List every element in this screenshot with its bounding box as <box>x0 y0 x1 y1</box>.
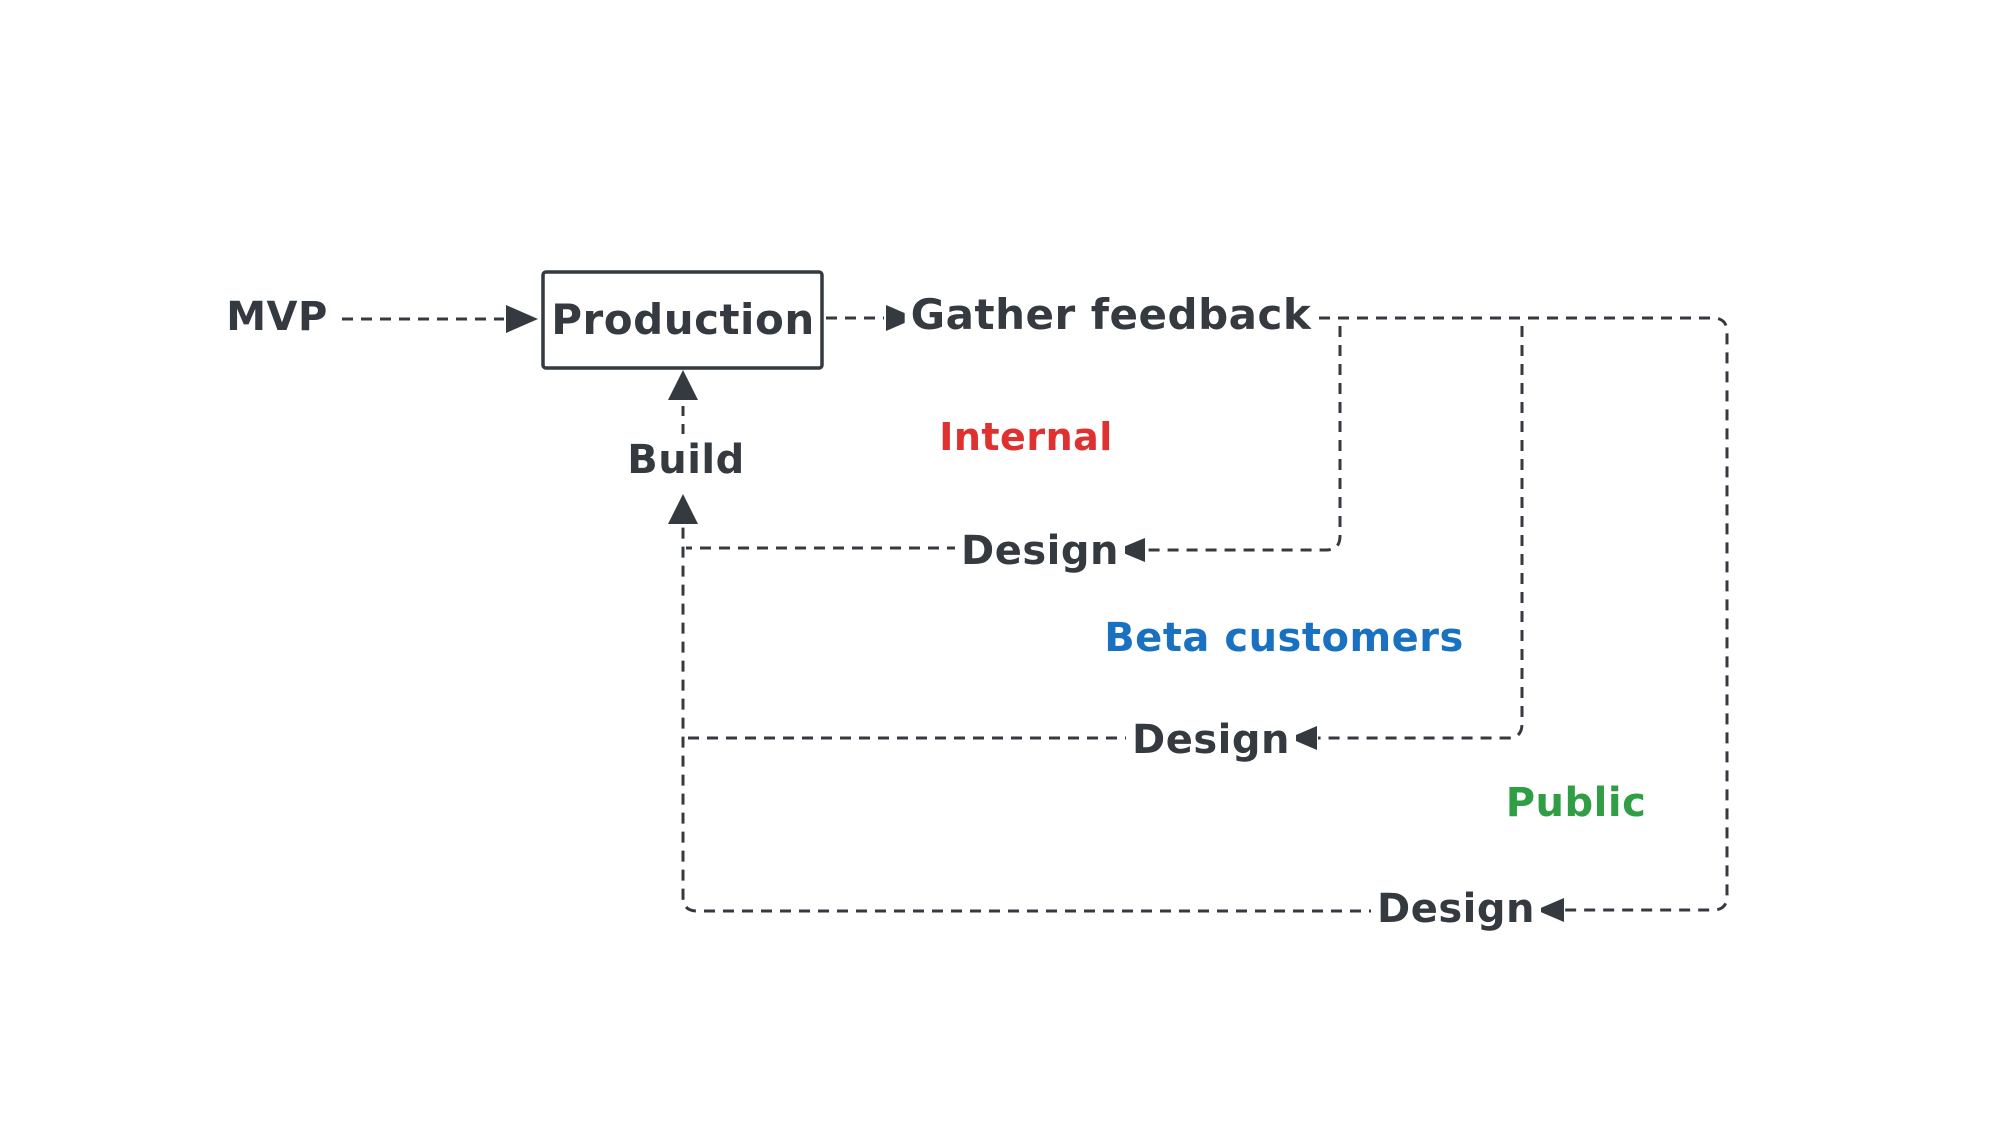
node-build: Build <box>621 438 751 482</box>
design-public-arrowhead <box>1536 898 1564 922</box>
design-internal-arrowhead <box>1116 538 1145 562</box>
design-beta-arrowhead <box>1289 726 1317 750</box>
design-public-return-line <box>681 527 1380 913</box>
mvp-to-production-arrowhead <box>506 305 538 333</box>
node-mvp: MVP <box>220 295 334 339</box>
node-design-internal: Design <box>955 529 1125 573</box>
loop-label-public: Public <box>1505 780 1647 826</box>
internal-loop-path <box>1147 326 1342 552</box>
loop-label-internal: Internal <box>939 415 1113 460</box>
build-up-arrowhead <box>668 494 698 524</box>
public-loop-outer-path <box>1300 316 1729 912</box>
node-design-public: Design <box>1371 887 1541 931</box>
production-to-gather-arrowhead <box>886 305 916 331</box>
production-box <box>541 270 824 370</box>
build-to-production-arrowhead <box>668 370 698 400</box>
node-production: Production <box>551 294 815 344</box>
loop-label-beta-customers: Beta customers <box>1104 615 1464 661</box>
node-design-beta: Design <box>1126 718 1296 762</box>
beta-loop-path <box>1318 326 1524 740</box>
node-gather-feedback: Gather feedback <box>904 291 1318 339</box>
